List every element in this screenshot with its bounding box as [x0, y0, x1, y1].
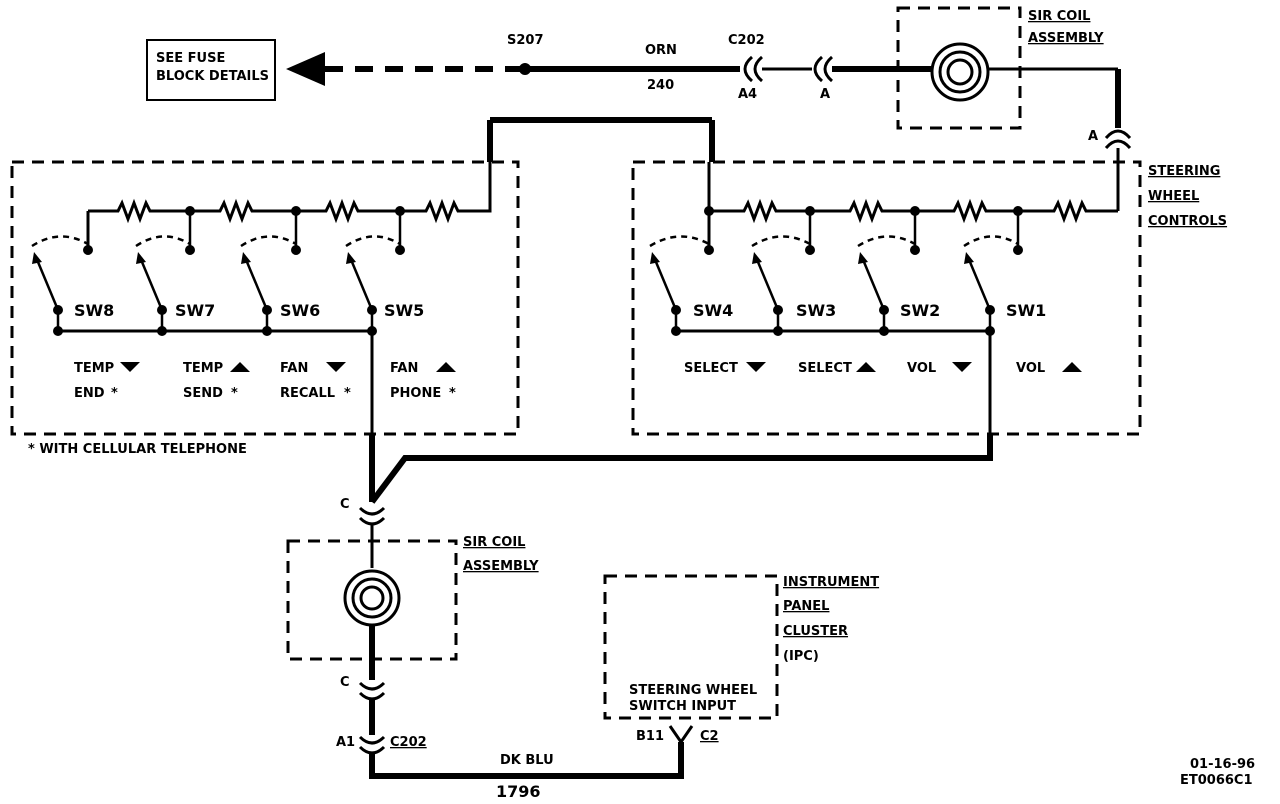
swc-label-2: WHEEL — [1148, 189, 1199, 204]
sir-bottom-label-2: ASSEMBLY — [463, 559, 539, 574]
ipc-conn-name: C2 — [700, 729, 719, 744]
wire-right-return — [369, 434, 993, 504]
triangle-down-icon — [746, 362, 766, 372]
conn-c-upper-label: C — [340, 497, 350, 512]
fuse-block-label-1: SEE FUSE — [156, 51, 225, 66]
connector-c202-bottom-icon — [358, 735, 386, 755]
coil-bottom-icon — [343, 569, 401, 627]
ipc-label-1: INSTRUMENT — [783, 575, 879, 590]
switch-contact — [751, 235, 815, 336]
left-func-fan-down: FAN — [280, 361, 308, 376]
wire-circuit-1796: 1796 — [496, 782, 541, 801]
right-resistor-ladder — [707, 162, 1118, 250]
left-func-end: END — [74, 386, 105, 401]
right-func-select-down: SELECT — [684, 361, 738, 376]
triangle-down-icon — [952, 362, 972, 372]
ipc-label-3: CLUSTER — [783, 624, 848, 639]
splice-s207-label: S207 — [507, 33, 544, 48]
ipc-box — [603, 574, 779, 720]
left-func-send: SEND — [183, 386, 223, 401]
left-marker-4: * — [449, 386, 456, 401]
switch-contact — [963, 235, 1023, 336]
wire-color-orn: ORN — [645, 43, 677, 58]
conn-a-right-label: A — [1088, 129, 1098, 144]
triangle-down-icon — [120, 362, 140, 372]
triangle-up-icon — [1062, 362, 1082, 372]
right-switch-group — [649, 206, 1023, 336]
right-switch-label-1: SW4 — [693, 301, 733, 320]
left-marker-1: * — [111, 386, 118, 401]
c202-bottom-label: C202 — [390, 735, 427, 750]
connector-ipc-icon — [668, 725, 694, 745]
triangle-up-icon — [856, 362, 876, 372]
ladder-node — [704, 206, 714, 216]
left-func-phone: PHONE — [390, 386, 441, 401]
switch-contact — [240, 235, 301, 336]
fuse-block-label-2: BLOCK DETAILS — [156, 69, 269, 84]
connector-a-top-icon — [813, 55, 834, 83]
left-switch-label-4: SW5 — [384, 301, 424, 320]
switch-contact — [649, 235, 714, 336]
right-func-select-up: SELECT — [798, 361, 852, 376]
ipc-input-label-2: SWITCH INPUT — [629, 699, 736, 714]
ipc-label-2: PANEL — [783, 599, 829, 614]
ipc-input-label-1: STEERING WHEEL — [629, 683, 757, 698]
triangle-up-icon — [230, 362, 250, 372]
c202-bottom-pin: A1 — [336, 735, 355, 750]
switch-contact — [345, 235, 405, 336]
left-switch-group — [31, 206, 405, 336]
arrow-left-icon — [286, 52, 325, 86]
left-switch-label-2: SW7 — [175, 301, 215, 320]
triangle-down-icon — [326, 362, 346, 372]
connector-c-lower-icon — [358, 681, 386, 701]
sir-top-label-2: ASSEMBLY — [1028, 31, 1104, 46]
left-switch-box — [10, 160, 520, 436]
fuse-block-box — [146, 39, 276, 101]
right-switch-label-4: SW1 — [1006, 301, 1046, 320]
switch-contact — [857, 235, 920, 336]
right-func-vol-down: VOL — [907, 361, 936, 376]
wire-circuit-240: 240 — [647, 78, 674, 93]
left-resistor-ladder — [86, 120, 492, 250]
left-switch-label-3: SW6 — [280, 301, 320, 320]
ipc-label-4: (IPC) — [783, 649, 819, 664]
left-marker-2: * — [231, 386, 238, 401]
left-func-temp-down: TEMP — [74, 361, 114, 376]
left-func-temp-up: TEMP — [183, 361, 223, 376]
swc-label-1: STEERING — [1148, 164, 1220, 179]
left-marker-3: * — [344, 386, 351, 401]
c202-top-pin: A4 — [738, 87, 757, 102]
conn-c-lower-label: C — [340, 675, 350, 690]
switch-contact — [135, 235, 195, 336]
connector-c202-top-icon — [743, 55, 764, 83]
doc-date: 01-16-96 — [1190, 757, 1255, 772]
coil-top-icon — [930, 42, 990, 102]
ipc-conn-pin: B11 — [636, 729, 664, 744]
wire-color-dk-blu: DK BLU — [500, 753, 554, 768]
left-switch-label-1: SW8 — [74, 301, 114, 320]
left-func-recall: RECALL — [280, 386, 335, 401]
right-func-vol-up: VOL — [1016, 361, 1045, 376]
c202-top-label: C202 — [728, 33, 765, 48]
doc-code: ET0066C1 — [1180, 773, 1253, 788]
right-switch-label-3: SW2 — [900, 301, 940, 320]
connector-c-upper-icon — [358, 506, 386, 526]
footnote-cellular: * WITH CELLULAR TELEPHONE — [28, 442, 247, 457]
connector-a-right-icon — [1104, 129, 1132, 150]
sir-top-label-1: SIR COIL — [1028, 9, 1090, 24]
switch-contact — [31, 235, 93, 336]
right-switch-box — [631, 160, 1142, 436]
right-switch-label-2: SW3 — [796, 301, 836, 320]
left-func-fan-up: FAN — [390, 361, 418, 376]
swc-label-3: CONTROLS — [1148, 214, 1227, 229]
triangle-up-icon — [436, 362, 456, 372]
conn-a-top-label: A — [820, 87, 830, 102]
dk-blu-wire — [369, 742, 684, 779]
sir-bottom-label-1: SIR COIL — [463, 535, 525, 550]
